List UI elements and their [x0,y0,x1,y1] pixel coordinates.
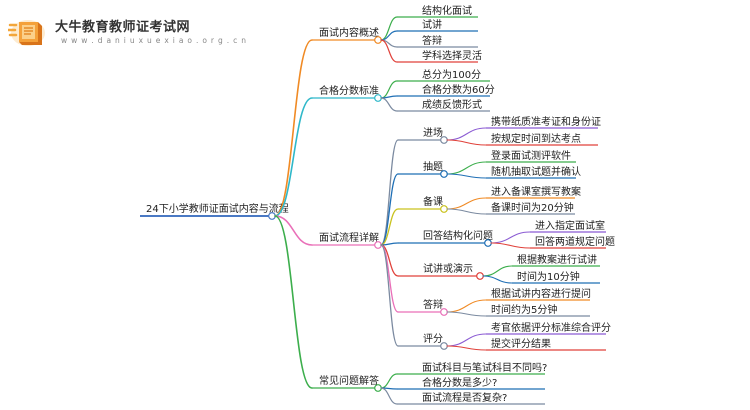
leaf-connector [380,97,398,112]
substep-connector [446,311,487,317]
leaf-label: 合格分数是多少? [422,376,497,389]
substep-label: 携带纸质准考证和身份证 [491,115,601,128]
branch-label-2: 面试流程详解 [319,231,379,244]
branch-node-dot [374,384,382,392]
step-node-dot [440,308,448,316]
leaf-connector [380,39,398,63]
substep-label: 提交评分结果 [491,337,551,350]
step-label-5: 答辩 [423,298,443,311]
leaf-label: 学科选择灵活 [422,49,482,62]
substep-connector [446,197,487,210]
substep-connector [446,208,487,215]
step-node-dot [476,272,484,280]
branch-node-dot [374,241,382,249]
branch-node-dot [374,36,382,44]
branch-label-3: 常见问题解答 [319,374,379,387]
step-label-0: 进场 [423,126,443,139]
substep-label: 备课时间为20分钟 [491,201,574,214]
substep-label: 登录面试测评软件 [491,149,571,162]
leaf-label: 总分为100分 [422,68,481,81]
substep-label: 考官依据评分标准综合评分 [491,321,611,334]
step-label-1: 抽题 [423,160,443,173]
substep-connector [482,275,513,284]
substep-label: 根据试讲内容进行提问 [491,287,591,300]
branch-connector [274,97,313,217]
substep-connector [446,127,487,141]
branch-node-dot [374,94,382,102]
step-connector [380,173,399,246]
step-connector [380,244,399,347]
book-logo-icon [8,20,45,46]
leaf-label: 结构化面试 [422,4,472,17]
substep-label: 时间约为5分钟 [491,303,557,316]
leaf-connector [380,16,398,41]
substep-connector [446,173,487,179]
branch-connector [274,215,313,389]
step-connector [380,208,399,246]
leaf-connector [380,387,398,405]
substep-connector [482,265,513,277]
brand-logo: 大牛教育教师证考试网 w w w . d a n i u x u e x i a… [8,14,298,50]
substep-label: 进入指定面试室 [535,219,605,232]
leaf-label: 答辩 [422,34,442,47]
branch-connector [274,39,313,217]
substep-connector [446,161,487,175]
brand-title: 大牛教育教师证考试网 [55,20,191,35]
step-label-2: 备课 [423,195,443,208]
leaf-label: 面试科目与笔试科目不同吗? [422,361,547,374]
branch-connector [274,215,313,246]
step-label-3: 回答结构化问题 [423,229,493,242]
step-node-dot [440,136,448,144]
leaf-label: 合格分数为60分 [422,83,495,96]
step-node-dot [440,205,448,213]
branch-label-1: 合格分数标准 [319,84,379,97]
substep-label: 进入备课室撰写教案 [491,185,581,198]
step-label-6: 评分 [423,333,443,345]
brand-url: w w w . d a n i u x u e x i a o . o r g … [61,36,247,45]
substep-label: 回答两道规定问题 [535,235,615,248]
leaf-connector [380,80,398,99]
substep-label: 随机抽取试题并确认 [491,165,581,178]
substep-connector [490,242,531,249]
substep-connector [490,231,531,244]
leaf-label: 成绩反馈形式 [422,98,482,111]
substep-label: 根据教案进行试讲 [517,253,597,266]
leaf-label: 试讲 [422,18,442,31]
substep-label: 按规定时间到达考点 [491,132,581,145]
step-label-4: 试讲或演示 [423,262,473,275]
leaf-connector [380,373,398,389]
leaf-label: 面试流程是否复杂? [422,391,507,404]
substep-connector [446,299,487,313]
substep-label: 时间为10分钟 [517,270,580,283]
step-node-dot [440,170,448,178]
branch-label-0: 面试内容概述 [319,26,379,39]
step-node-dot [440,342,448,350]
substep-connector [446,333,487,347]
step-node-dot [484,239,492,247]
root-node-label: 24下小学教师证面试内容与流程 [146,202,289,215]
substep-connector [446,345,487,351]
substep-connector [446,139,487,146]
